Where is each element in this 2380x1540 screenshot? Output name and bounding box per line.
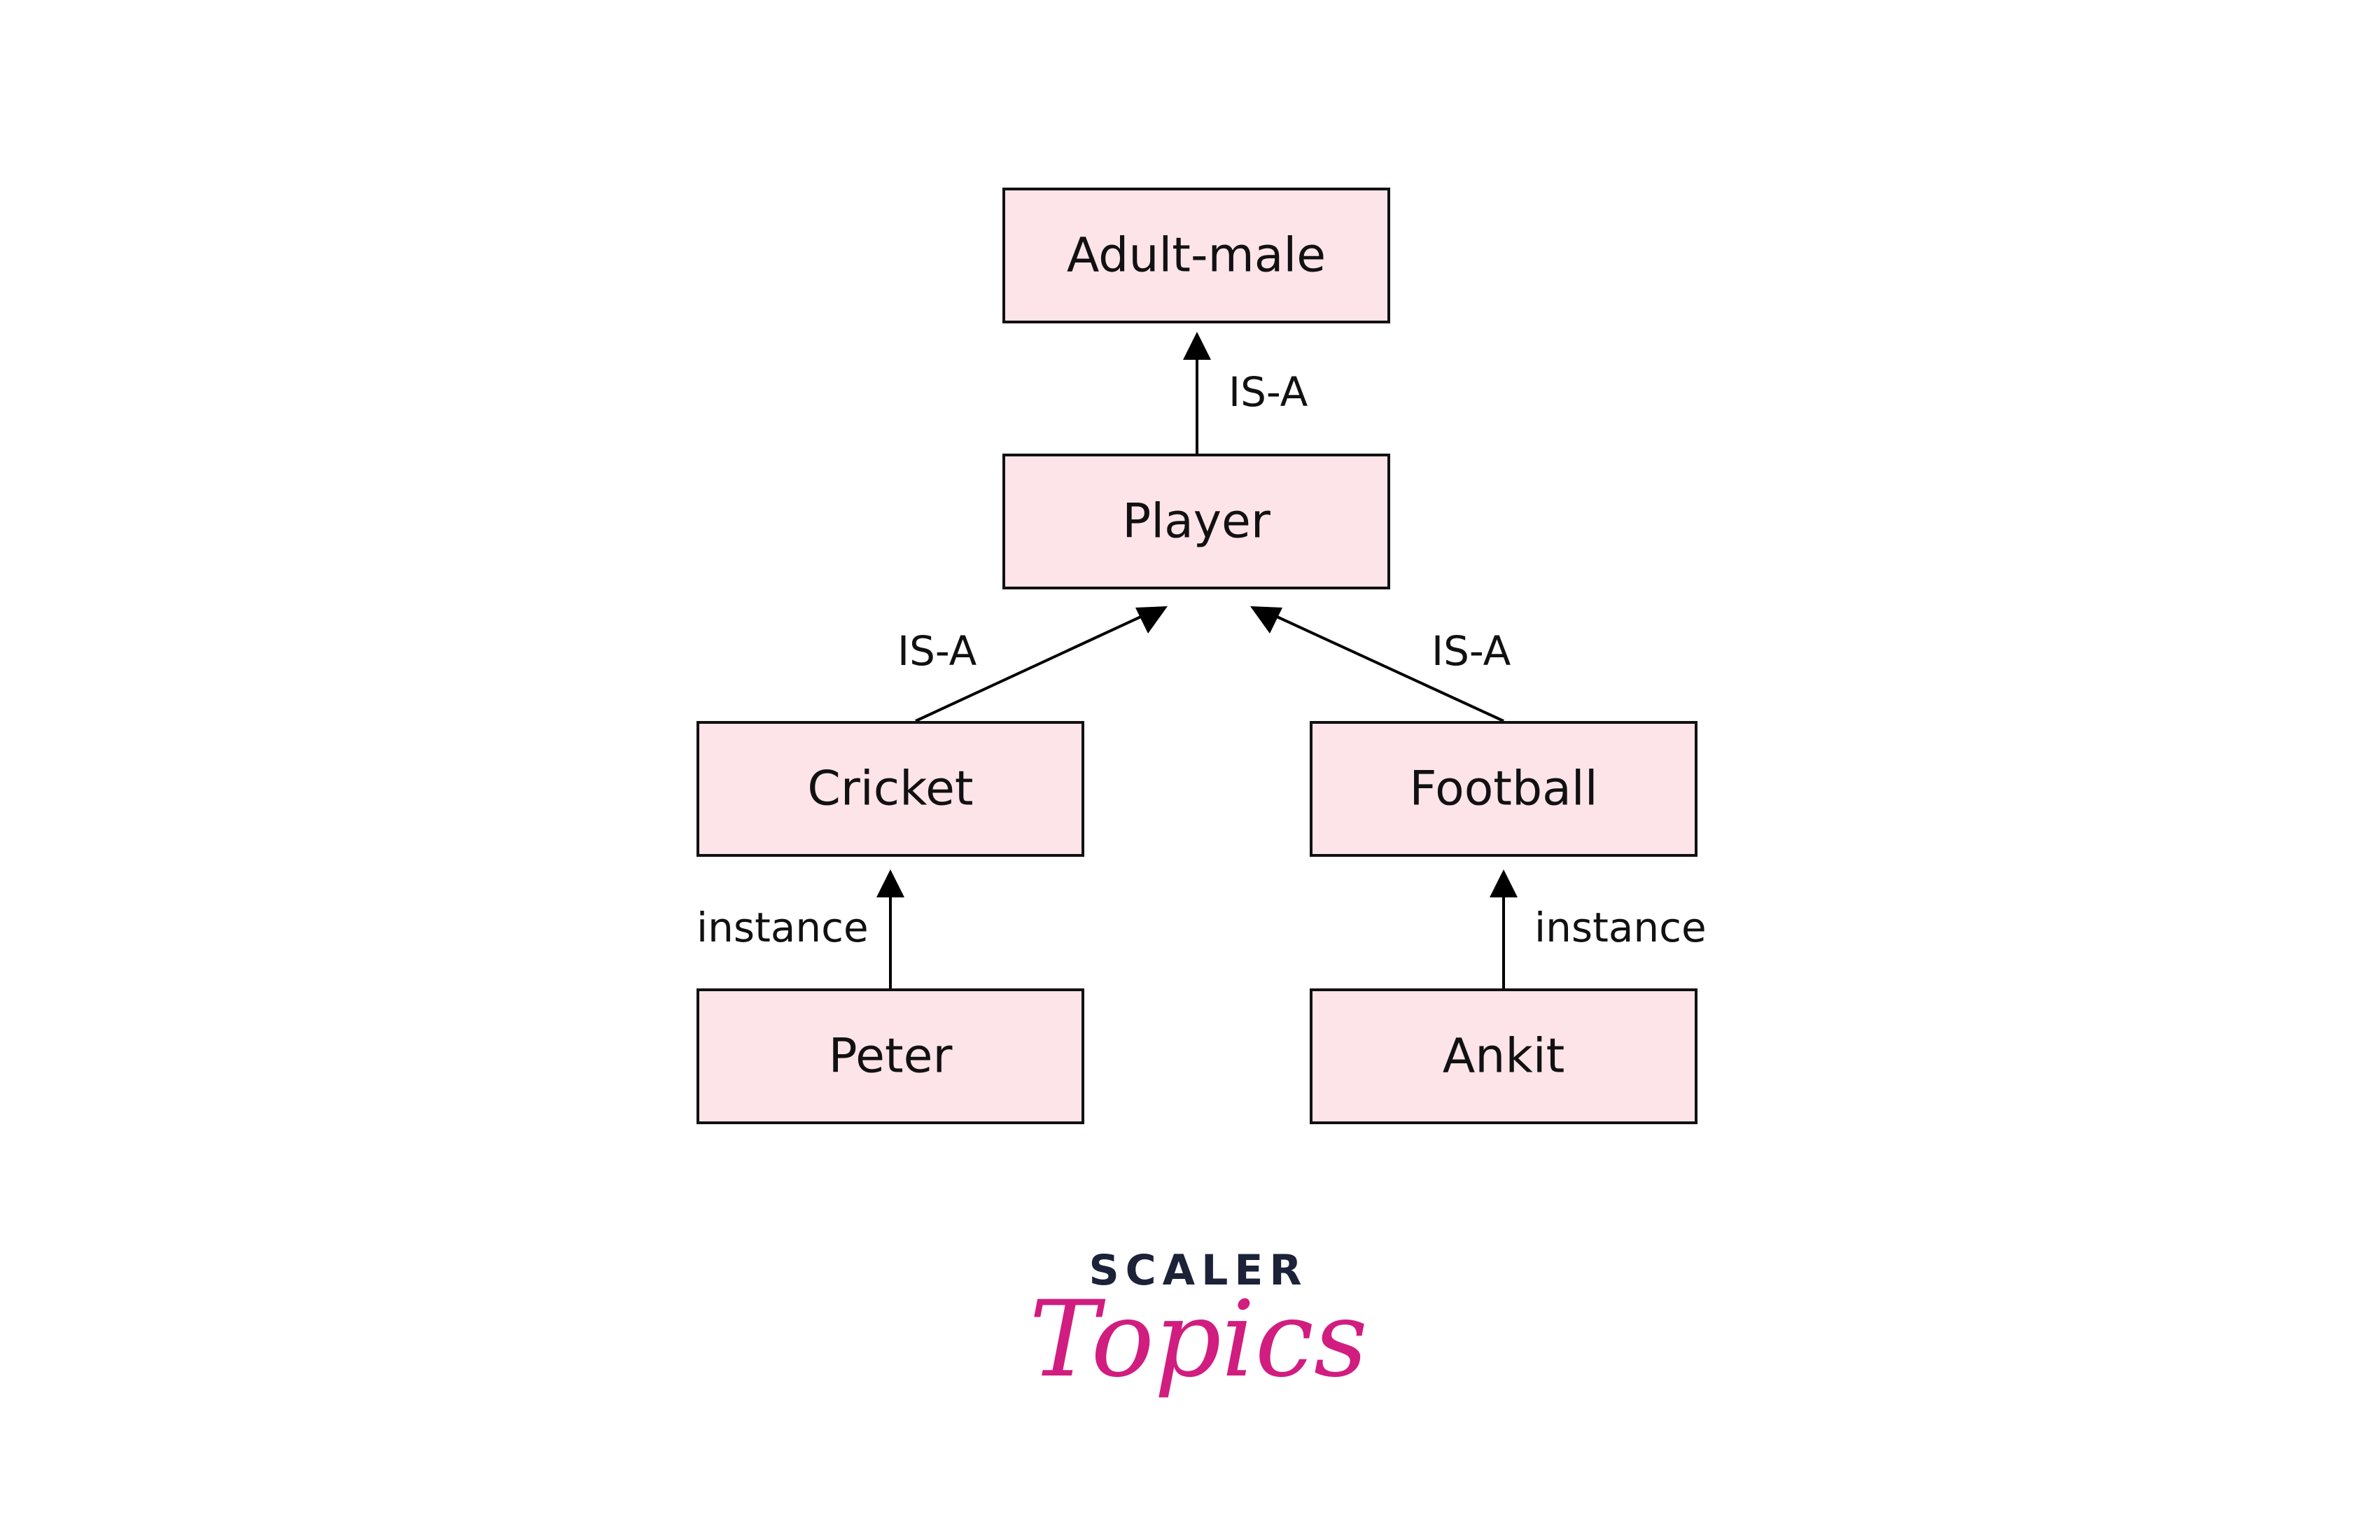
node-adult-male-box [1002,188,1390,323]
arrowhead-player-left [1135,606,1168,634]
node-cricket: Cricket [696,721,1084,857]
node-player: Player [1002,454,1390,589]
edge-labels: IS-A IS-A IS-A instance instance [696,368,1707,951]
edge-label-player-adult-male: IS-A [1228,368,1308,416]
node-peter: Peter [696,988,1084,1124]
node-ankit-label: Ankit [1443,1029,1565,1084]
logo-topics-text: Topics [1029,1279,1368,1401]
node-peter-box [696,988,1084,1124]
node-player-box [1002,454,1390,589]
edge-football-player [1275,615,1504,722]
edge-label-football-player: IS-A [1432,627,1511,675]
arrowhead-cricket [876,869,904,897]
node-ankit-box [1310,988,1698,1124]
arrowhead-player-right [1250,606,1282,634]
node-football: Football [1310,721,1698,857]
edge-cricket-player [915,615,1143,722]
edges [876,332,1518,988]
node-football-label: Football [1409,762,1597,817]
node-adult-male: Adult-male [1002,188,1390,323]
node-peter-label: Peter [829,1029,953,1084]
edge-label-peter-cricket: instance [696,904,869,951]
edge-label-ankit-football: instance [1534,904,1707,951]
node-adult-male-label: Adult-male [1067,228,1326,284]
node-cricket-box [696,721,1084,857]
scaler-topics-logo: SCALER Topics [1029,1246,1368,1401]
node-football-box [1310,721,1698,857]
node-cricket-label: Cricket [807,762,973,817]
arrowhead-football [1490,869,1518,897]
node-player-label: Player [1122,494,1270,550]
arrowhead-adult-male [1183,332,1211,360]
logo-scaler-text: SCALER [1088,1246,1308,1295]
edge-label-cricket-player: IS-A [897,627,977,675]
node-ankit: Ankit [1310,988,1698,1124]
